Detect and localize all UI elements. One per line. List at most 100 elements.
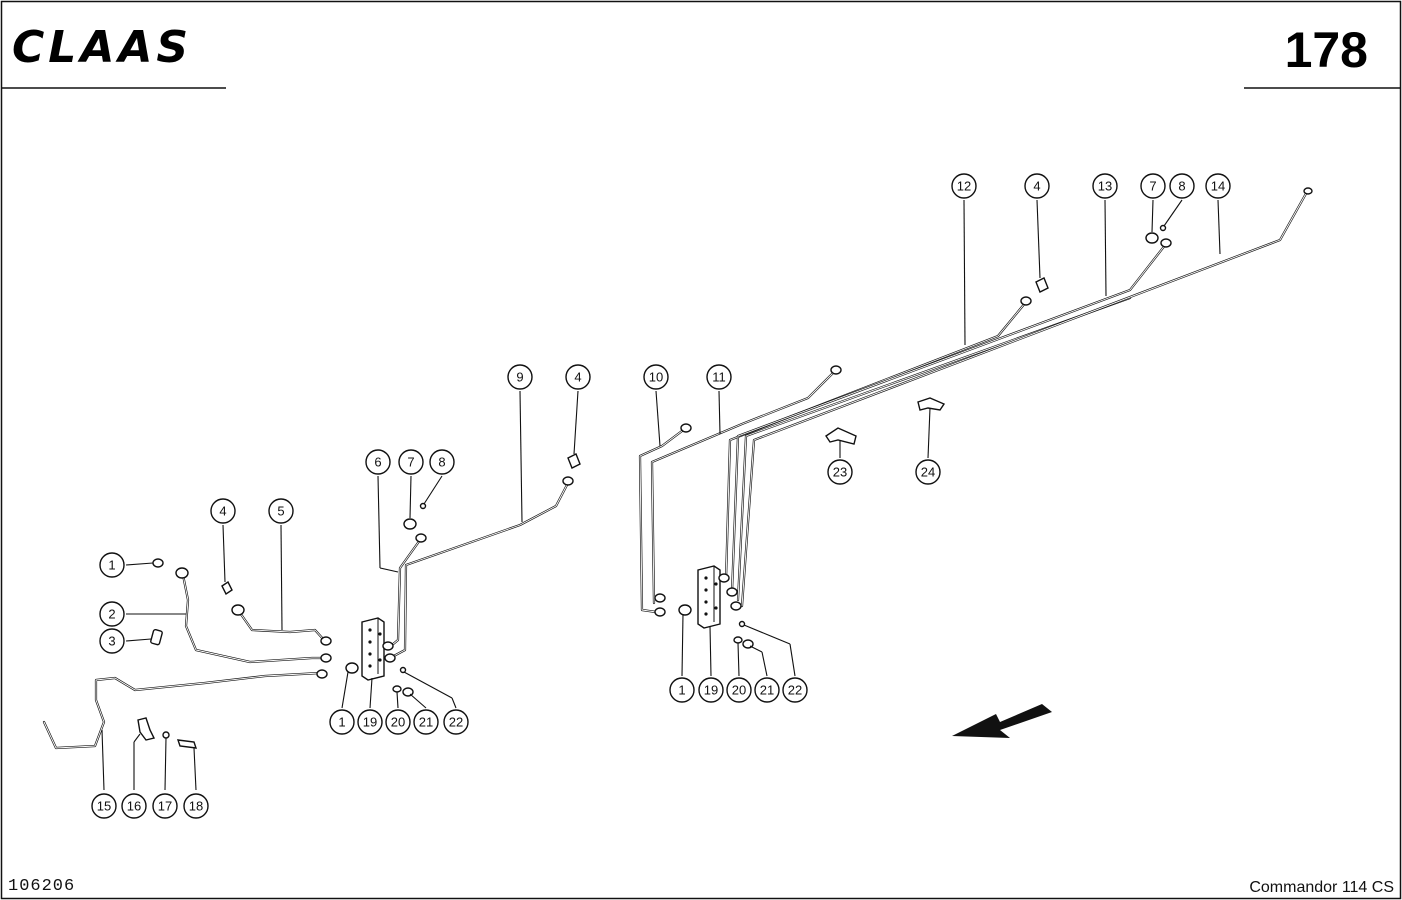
clamp-16 [137,717,156,741]
callout-5: 5 [268,498,294,524]
fitting-block-right-2 [654,607,666,617]
callout-label: 20 [732,683,746,698]
distribution-block-right [697,565,721,629]
callout-label: 20 [391,715,405,730]
callout-label: 8 [1178,179,1185,194]
callout-label: 6 [374,455,381,470]
washer-17 [162,731,170,739]
callout-label: 23 [833,465,847,480]
bracket-23 [825,427,857,445]
callout-label: 1 [338,715,345,730]
callout-21: 21 [413,709,439,735]
callout-label: 10 [649,370,663,385]
callout-4: 4 [565,364,591,390]
callout-23: 23 [827,459,853,485]
callout-label: 9 [516,370,523,385]
fitting-block-right-3 [718,573,730,583]
nut-7a [403,518,417,530]
fitting-13-end [1160,238,1172,248]
callout-12: 12 [951,173,977,199]
clip-4a [221,580,233,596]
washer-8b [1159,224,1167,232]
callout-label: 13 [1098,179,1112,194]
callout-label: 5 [277,504,284,519]
fitting-pipe-end-3 [316,669,328,679]
nut-7b [1145,232,1159,244]
callout-10: 10 [643,364,669,390]
fitting-block-right-1 [654,593,666,603]
callout-6: 6 [365,449,391,475]
callout-label: 4 [574,370,581,385]
fitting-14-end [1303,187,1313,195]
fitting-1b [345,662,359,674]
clip-4c [1035,277,1049,293]
callout-label: 17 [158,799,172,814]
callout-7: 7 [398,449,424,475]
callout-19: 19 [357,709,383,735]
fitting-5-end [231,604,245,616]
callout-15: 15 [91,793,117,819]
fitting-11-end [830,365,842,375]
callout-label: 2 [108,607,115,622]
callout-label: 21 [760,683,774,698]
washer-22a [399,666,407,674]
callout-22: 22 [443,709,469,735]
washer-8a [419,502,427,510]
callout-2: 2 [99,601,125,627]
callout-1: 1 [99,552,125,578]
callout-label: 4 [1033,179,1040,194]
callout-14: 14 [1205,173,1231,199]
fitting-block-left-2 [384,653,396,663]
sleeve-3 [150,628,163,646]
page-number: 178 [1285,22,1368,78]
washer-22b [738,620,746,628]
callout-18: 18 [183,793,209,819]
callout-8: 8 [429,449,455,475]
callout-label: 22 [788,683,802,698]
fitting-2-end [175,567,189,579]
callout-label: 22 [449,715,463,730]
pipes [42,188,1310,750]
leader-lines [101,199,1221,791]
callout-3: 3 [99,628,125,654]
callout-8: 8 [1169,173,1195,199]
callout-22: 22 [782,677,808,703]
pipe-5 [236,608,326,642]
pipe-2 [181,573,328,664]
callout-17: 17 [152,793,178,819]
callout-label: 18 [189,799,203,814]
parts [137,187,1313,749]
callout-label: 8 [438,455,445,470]
callout-label: 3 [108,634,115,649]
callout-1: 1 [669,677,695,703]
pipe-15 [42,671,322,750]
callout-label: 15 [97,799,111,814]
pipe-13b [736,296,1132,602]
drawing-number: 106206 [8,877,75,896]
callout-13: 13 [1092,173,1118,199]
fitting-20a [392,685,402,693]
callout-20: 20 [726,677,752,703]
pipe-14 [740,188,1310,608]
fitting-block-right-4 [726,587,738,597]
fitting-6-end [415,533,427,543]
fitting-pipe-end-1 [320,636,332,646]
pipe-9 [388,481,570,660]
callout-19: 19 [698,677,724,703]
direction-arrow [952,704,1052,738]
fitting-9-end [562,476,574,486]
fitting-block-right-5 [730,601,742,611]
callout-label: 7 [1149,179,1156,194]
callout-4: 4 [210,498,236,524]
fitting-1a [152,558,164,568]
callout-9: 9 [507,364,533,390]
clip-4b [567,453,581,469]
callout-label: 7 [407,455,414,470]
callout-label: 1 [678,683,685,698]
callout-label: 14 [1211,179,1225,194]
callout-16: 16 [121,793,147,819]
brand-logo: CLAAS [12,22,188,73]
pipe-10 [638,426,688,614]
